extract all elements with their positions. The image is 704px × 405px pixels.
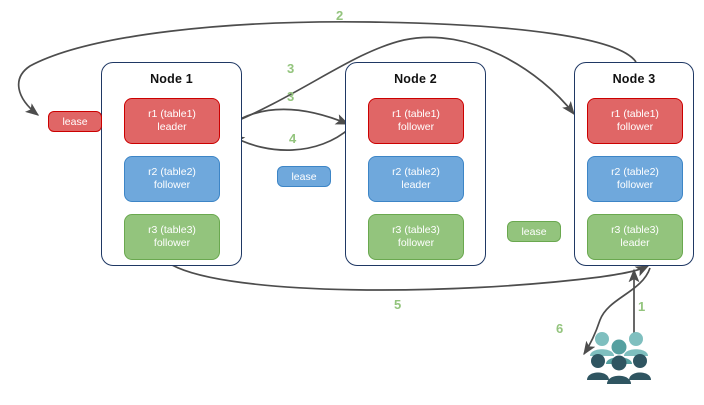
replica-role: follower — [616, 121, 654, 133]
node-1-replica-r3[interactable]: r3 (table3) follower — [124, 214, 220, 260]
replica-role: follower — [153, 237, 191, 249]
node-1-replica-r2[interactable]: r2 (table2) follower — [124, 156, 220, 202]
replica-name: r2 (table2) — [611, 166, 659, 178]
node-1-container[interactable]: Node 1 r1 (table1) leader r2 (table2) fo… — [101, 62, 242, 266]
lease-badge-table3[interactable]: lease — [507, 221, 561, 242]
replica-role: follower — [616, 179, 654, 191]
lease-label: lease — [521, 225, 547, 238]
node-3-replica-r3[interactable]: r3 (table3) leader — [587, 214, 683, 260]
step-label-3a: 3 — [287, 61, 295, 76]
step-label-5: 5 — [394, 297, 402, 312]
node-2-replica-r1[interactable]: r1 (table1) follower — [368, 98, 464, 144]
lease-badge-table1[interactable]: lease — [48, 111, 102, 132]
node-2-replica-r2[interactable]: r2 (table2) leader — [368, 156, 464, 202]
replica-name: r3 (table3) — [611, 224, 659, 236]
replica-name: r1 (table1) — [148, 108, 196, 120]
node-2-title: Node 2 — [394, 72, 437, 86]
node-3-title: Node 3 — [612, 72, 656, 86]
node-3-container[interactable]: Node 3 r1 (table1) follower r2 (table2) … — [574, 62, 694, 266]
people-group-icon — [587, 332, 651, 384]
replica-name: r1 (table1) — [392, 108, 440, 120]
replica-name: r2 (table2) — [148, 166, 196, 178]
replica-role: leader — [157, 121, 187, 133]
node-3-replica-r2[interactable]: r2 (table2) follower — [587, 156, 683, 202]
node-1-replica-r1[interactable]: r1 (table1) leader — [124, 98, 220, 144]
step-label-6: 6 — [556, 321, 564, 336]
replica-name: r1 (table1) — [611, 108, 659, 120]
replica-role: leader — [620, 237, 650, 249]
step-label-2: 2 — [336, 8, 344, 23]
node-2-replica-r3[interactable]: r3 (table3) follower — [368, 214, 464, 260]
replica-role: follower — [397, 237, 435, 249]
node-2-container[interactable]: Node 2 r1 (table1) follower r2 (table2) … — [345, 62, 486, 266]
arrow-step-5 — [171, 264, 650, 291]
replica-role: leader — [401, 179, 431, 191]
replica-role: follower — [153, 179, 191, 191]
step-label-4: 4 — [289, 131, 297, 146]
replica-name: r3 (table3) — [392, 224, 440, 236]
step-label-3b: 3 — [287, 89, 295, 104]
node-1-title: Node 1 — [150, 72, 193, 86]
arrow-step-3-to-node2 — [224, 108, 350, 129]
replica-role: follower — [397, 121, 435, 133]
replica-name: r3 (table3) — [148, 224, 196, 236]
step-label-1: 1 — [638, 299, 646, 314]
replica-name: r2 (table2) — [392, 166, 440, 178]
lease-badge-table2[interactable]: lease — [277, 166, 331, 187]
lease-label: lease — [291, 170, 317, 183]
node-3-replica-r1[interactable]: r1 (table1) follower — [587, 98, 683, 144]
lease-label: lease — [62, 115, 88, 128]
